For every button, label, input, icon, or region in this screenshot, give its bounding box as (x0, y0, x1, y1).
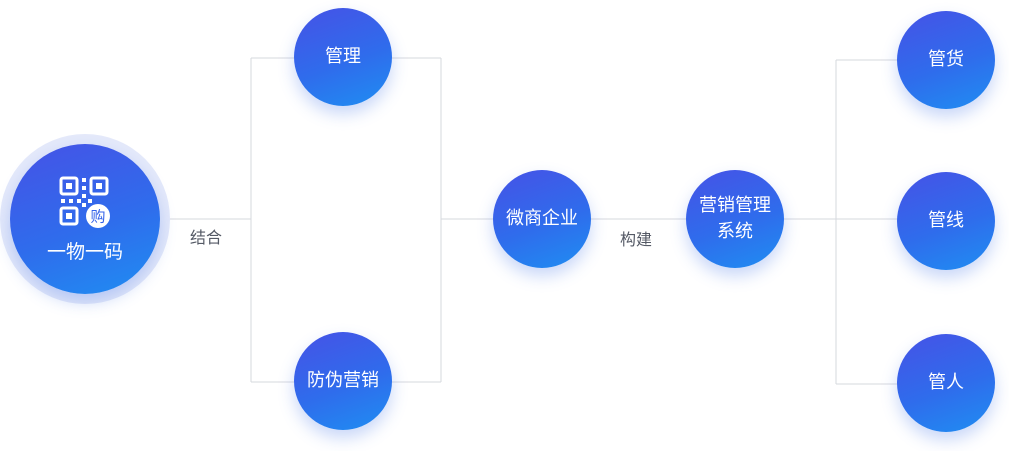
node-marketing-system-label: 营销管理系统 (699, 195, 771, 242)
node-manage-label: 管理 (325, 46, 361, 67)
qr-badge-text: 购 (90, 208, 105, 226)
edge-label-combine: 结合 (190, 228, 223, 247)
node-marketing-system[interactable]: 营销管理系统 (686, 170, 784, 268)
node-manage-goods[interactable]: 管货 (897, 11, 995, 109)
node-manage-people-label: 管人 (928, 372, 964, 393)
node-micro-business[interactable]: 微商企业 (493, 170, 591, 268)
node-manage-goods-label: 管货 (928, 49, 964, 70)
root-node-label: 一物一码 (46, 241, 123, 263)
node-manage[interactable]: 管理 (294, 8, 392, 106)
node-micro-business-label: 微商企业 (506, 208, 578, 229)
root-node[interactable]: 购 一物一码 (10, 144, 160, 294)
edge-label-build: 构建 (620, 230, 653, 249)
node-anti-fake-marketing-label: 防伪营销 (307, 370, 379, 391)
node-manage-line-label: 管线 (928, 210, 964, 231)
qr-code-buy-icon: 购 (59, 176, 110, 228)
node-manage-people[interactable]: 管人 (897, 334, 995, 432)
node-manage-line[interactable]: 管线 (897, 172, 995, 270)
node-anti-fake-marketing[interactable]: 防伪营销 (294, 332, 392, 430)
